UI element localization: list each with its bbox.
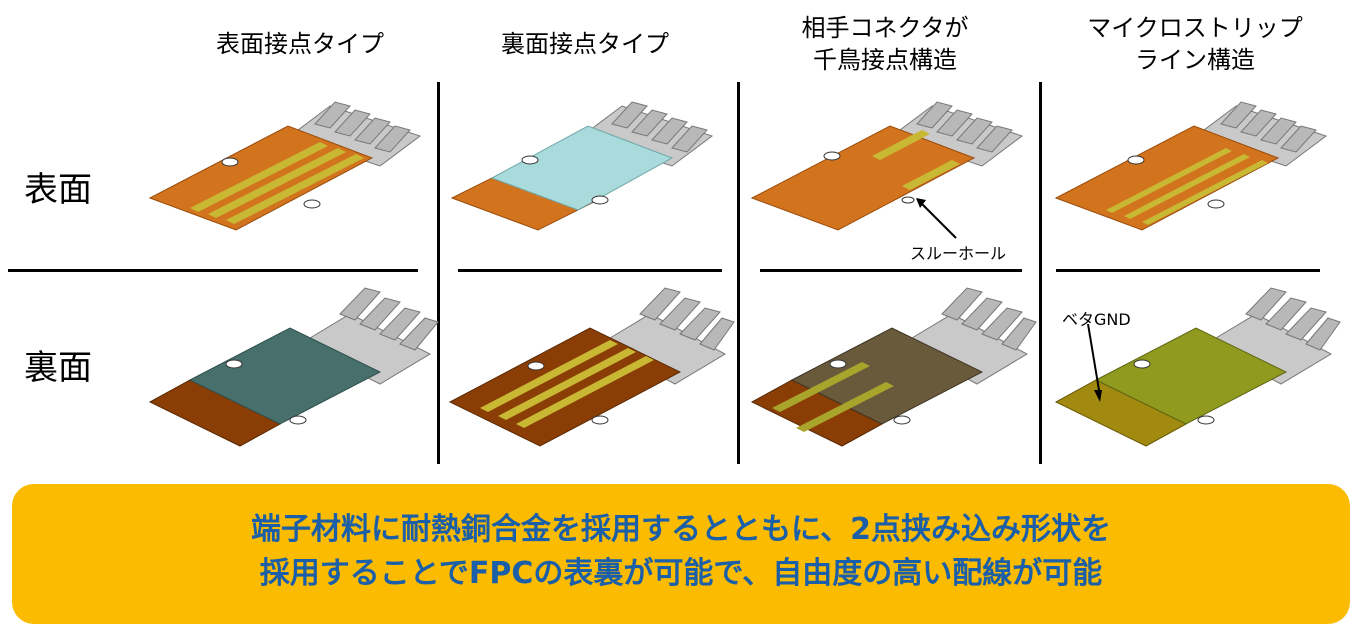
mounting-hole bbox=[893, 415, 911, 425]
illustration-back-contact-back bbox=[448, 287, 735, 447]
illustration-microstrip-front bbox=[1054, 101, 1328, 231]
mounting-hole bbox=[1127, 155, 1145, 165]
mounting-hole bbox=[1207, 199, 1225, 209]
row-divider-col3 bbox=[760, 269, 1022, 272]
fpc-coverlay bbox=[790, 327, 984, 425]
column-divider-2 bbox=[737, 82, 740, 464]
column-divider-3 bbox=[1039, 82, 1042, 464]
trace bbox=[1124, 154, 1250, 219]
mounting-hole bbox=[1197, 415, 1215, 425]
trace bbox=[498, 348, 636, 420]
terminal-group bbox=[890, 101, 1024, 167]
trace bbox=[796, 382, 894, 432]
column-header-staggered-contact: 相手コネクタが 千鳥接点構造 bbox=[801, 14, 969, 74]
through-hole bbox=[901, 196, 915, 204]
trace bbox=[516, 356, 654, 428]
illustration-staggered-front bbox=[750, 101, 1024, 239]
fpc-coverlay bbox=[188, 327, 382, 425]
through-hole-label: スルーホール bbox=[910, 244, 1007, 263]
terminal-group bbox=[288, 101, 422, 167]
mounting-hole bbox=[823, 151, 841, 161]
column-header-back-contact: 裏面接点タイプ bbox=[501, 30, 669, 58]
terminal-group bbox=[598, 287, 735, 385]
trace bbox=[226, 154, 364, 224]
solid-gnd-plane bbox=[1094, 327, 1288, 425]
row-divider-col4 bbox=[1056, 269, 1320, 272]
mounting-hole bbox=[289, 415, 307, 425]
row-header-front-side: 表面 bbox=[24, 170, 92, 210]
mounting-hole bbox=[303, 199, 321, 209]
row-divider-col1 bbox=[8, 269, 418, 272]
summary-text: 端子材料に耐熱銅合金を採用するとともに、2点挟み込み形状を 採用することでFPC… bbox=[12, 508, 1350, 596]
mounting-hole bbox=[1133, 359, 1151, 369]
illustration-staggered-back bbox=[750, 287, 1037, 447]
trace bbox=[480, 340, 618, 412]
mounting-hole bbox=[221, 157, 239, 167]
column-divider-1 bbox=[437, 82, 440, 464]
mounting-hole bbox=[521, 155, 539, 165]
fpc-coverlay bbox=[490, 125, 674, 211]
fpc-board bbox=[750, 125, 976, 231]
trace bbox=[208, 148, 346, 218]
terminal-group bbox=[900, 287, 1037, 385]
solid-gnd-label: ベタGND bbox=[1062, 310, 1131, 329]
summary-line-2: 採用することでFPCの表裏が可能で、自由度の高い配線が可能 bbox=[259, 556, 1103, 591]
illustration-back-contact-front bbox=[450, 101, 714, 231]
summary-line-1: 端子材料に耐熱銅合金を採用するとともに、2点挟み込み形状を bbox=[251, 512, 1111, 547]
terminal-group bbox=[1204, 287, 1341, 385]
trace bbox=[1106, 148, 1232, 213]
illustration-microstrip-back bbox=[1054, 287, 1341, 447]
mounting-hole bbox=[829, 359, 847, 369]
through-hole-pointer bbox=[919, 201, 957, 239]
terminal-group bbox=[298, 287, 439, 385]
illustration-front-contact-front bbox=[148, 101, 422, 231]
summary-banner: 端子材料に耐熱銅合金を採用するとともに、2点挟み込み形状を 採用することでFPC… bbox=[12, 484, 1350, 624]
trace bbox=[902, 160, 960, 190]
column-header-microstrip-line: マイクロストリップ ライン構造 bbox=[1087, 14, 1303, 74]
mounting-hole bbox=[527, 361, 545, 371]
column-header-front-contact: 表面接点タイプ bbox=[216, 30, 384, 58]
trace bbox=[772, 362, 870, 412]
terminal-group bbox=[580, 101, 714, 167]
mounting-hole bbox=[225, 359, 243, 369]
row-divider-col2 bbox=[458, 269, 722, 272]
trace bbox=[190, 142, 328, 212]
illustration-front-contact-back bbox=[148, 287, 439, 447]
trace bbox=[1142, 160, 1268, 225]
solid-gnd-pointer bbox=[1087, 323, 1101, 397]
mounting-hole bbox=[591, 195, 609, 205]
trace bbox=[872, 130, 930, 160]
mounting-hole bbox=[591, 415, 609, 425]
row-header-back-side: 裏面 bbox=[24, 348, 92, 388]
